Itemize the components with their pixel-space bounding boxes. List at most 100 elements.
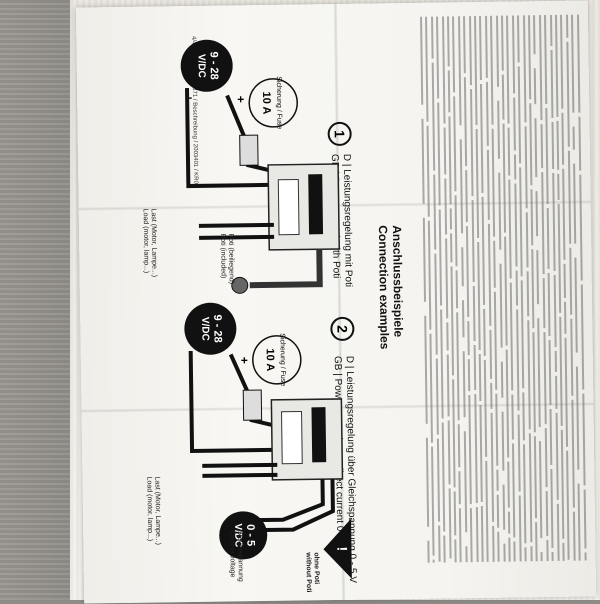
- text-line: [475, 129, 480, 239]
- text-line: [434, 253, 438, 355]
- text-line: [485, 81, 489, 146]
- example2-control-en: Control voltage: [228, 530, 236, 578]
- text-line: [526, 271, 529, 317]
- text-line: [449, 208, 452, 230]
- text-line: [480, 83, 484, 193]
- example2-inline-fuse: [242, 389, 263, 421]
- text-line: [452, 16, 456, 93]
- example2-load-de: Last (Motor, Lampe...): [153, 476, 162, 546]
- text-line: [510, 282, 514, 391]
- text-line: [438, 209, 443, 306]
- example1-inline-fuse: [239, 134, 259, 166]
- text-line: [452, 379, 456, 488]
- text-line: [443, 178, 447, 235]
- text-line: [580, 284, 584, 390]
- text-line: [445, 322, 449, 351]
- example2-terminal-block: [281, 410, 303, 465]
- example2-wire-control-minus: [253, 479, 335, 533]
- text-line: [553, 274, 557, 347]
- example2-control-supply-circle: [219, 511, 268, 560]
- example2-control-range: 0 - 5: [244, 524, 256, 546]
- text-line: [572, 126, 576, 150]
- text-line: [550, 468, 554, 549]
- text-line: [469, 89, 474, 197]
- text-line: [425, 16, 429, 122]
- text-line: [512, 443, 516, 538]
- text-line: [557, 173, 560, 200]
- text-line: [481, 196, 486, 305]
- example1-load-de: Last (Motor, Lampe...): [149, 208, 158, 278]
- text-line: [450, 266, 455, 376]
- text-line: [480, 505, 484, 562]
- text-line: [501, 411, 504, 471]
- text-line: [458, 424, 461, 468]
- text-line: [578, 116, 581, 171]
- text-line: [472, 286, 476, 342]
- example2-wiring-diagram: 2 9 - 28 V/DC + Sicherung / Fuse 10 A: [184, 302, 355, 579]
- text-line: [517, 15, 520, 63]
- text-line: [564, 337, 569, 447]
- text-line: [450, 233, 453, 263]
- text-line: [511, 15, 515, 94]
- text-line: [462, 351, 466, 418]
- text-line: [437, 525, 441, 562]
- text-line: [554, 375, 558, 409]
- text-line: [463, 16, 467, 74]
- text-line: [551, 551, 554, 562]
- text-line: [495, 393, 499, 466]
- text-line: [501, 15, 504, 71]
- example2-voltage-range: 9 - 28: [211, 315, 223, 343]
- text-line: [554, 350, 557, 372]
- text-line: [428, 220, 432, 330]
- text-line: [487, 223, 492, 326]
- text-line: [486, 149, 490, 220]
- warning-triangle-icon: [323, 518, 352, 579]
- text-line: [477, 241, 481, 351]
- text-line: [566, 41, 570, 147]
- text-line: [551, 121, 554, 169]
- example1-voltage-unit: V/DC: [196, 54, 207, 78]
- text-line: [489, 382, 493, 409]
- text-line: [483, 308, 487, 356]
- text-line: [485, 460, 490, 562]
- text-line: [463, 431, 468, 533]
- text-line: [563, 263, 567, 298]
- connection-title-de: Anschlussbeispiele: [389, 225, 406, 338]
- text-line: [546, 208, 550, 270]
- text-line: [545, 491, 549, 537]
- text-line: [524, 547, 527, 562]
- text-line: [571, 399, 575, 508]
- text-line: [571, 14, 575, 113]
- example1-wiring-diagram: 1 9 - 28 V/DC + − Sicherung / Fuse 10 A: [180, 39, 352, 294]
- text-line: [484, 359, 488, 457]
- text-line: [496, 100, 500, 159]
- text-line: [502, 543, 506, 562]
- text-line: [534, 118, 538, 178]
- text-line: [574, 257, 578, 353]
- text-line: [537, 318, 542, 428]
- text-line: [456, 312, 461, 421]
- text-line: [506, 15, 510, 124]
- example1-fuse-bubble: [248, 78, 298, 128]
- text-line: [523, 444, 527, 544]
- text-line: [495, 15, 499, 87]
- example1-wire-load-1: [198, 222, 274, 228]
- text-line: [581, 393, 586, 486]
- text-line: [548, 340, 552, 406]
- text-line: [514, 183, 518, 267]
- text-line: [421, 118, 425, 204]
- example1-poti-de: Poti (beiliegend): [227, 233, 235, 285]
- text-line: [517, 414, 521, 492]
- text-line: [522, 15, 527, 123]
- example1-plus-sign: +: [237, 92, 244, 106]
- text-line: [507, 461, 510, 508]
- text-line: [532, 332, 536, 433]
- text-line: [560, 429, 565, 539]
- text-line: [455, 270, 459, 309]
- text-line: [496, 469, 499, 491]
- text-line: [530, 546, 533, 562]
- text-line: [478, 353, 482, 402]
- text-line: [491, 128, 496, 237]
- text-line: [474, 16, 478, 126]
- text-line: [507, 511, 511, 534]
